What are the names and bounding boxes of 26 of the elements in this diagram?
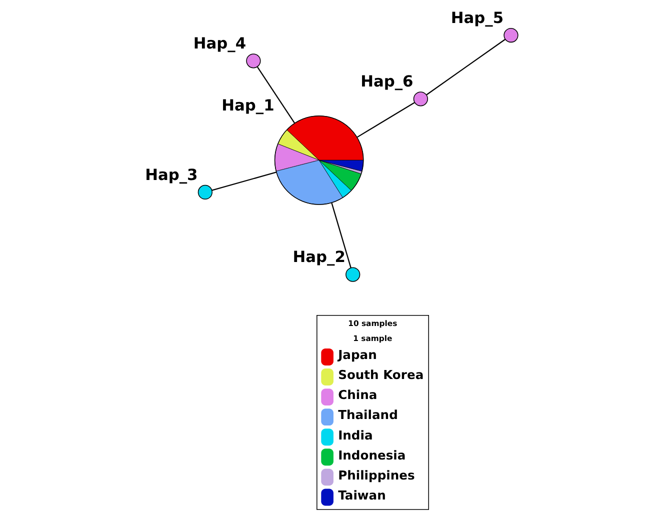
legend-label: Japan xyxy=(338,348,377,362)
legend-label: 10 samples xyxy=(348,319,398,328)
connector xyxy=(356,102,415,138)
node-circle xyxy=(246,54,261,68)
legend-label: China xyxy=(338,388,378,402)
node-circle xyxy=(346,267,360,282)
legend-label: Thailand xyxy=(338,408,398,422)
node-circle xyxy=(413,92,428,106)
legend-label: Philippines xyxy=(338,468,415,482)
legend-label: Indonesia xyxy=(338,448,406,462)
connector xyxy=(331,202,352,268)
node-label: Hap_2 xyxy=(292,248,346,266)
connector xyxy=(257,66,296,124)
node-label: Hap_6 xyxy=(360,72,414,91)
legend-label: South Korea xyxy=(338,368,424,382)
legend-label: India xyxy=(338,428,373,442)
legend-label: Taiwan xyxy=(338,488,386,502)
node-label: Hap_4 xyxy=(193,34,246,53)
node-label: Hap_5 xyxy=(450,8,504,27)
node-label: Hap_1 xyxy=(222,96,274,114)
legend-label: 1 sample xyxy=(353,334,392,343)
connector xyxy=(426,38,506,96)
node-circle xyxy=(504,28,518,43)
connector xyxy=(212,172,276,191)
node-label: Hap_3 xyxy=(145,166,198,184)
node-circle xyxy=(198,184,212,200)
